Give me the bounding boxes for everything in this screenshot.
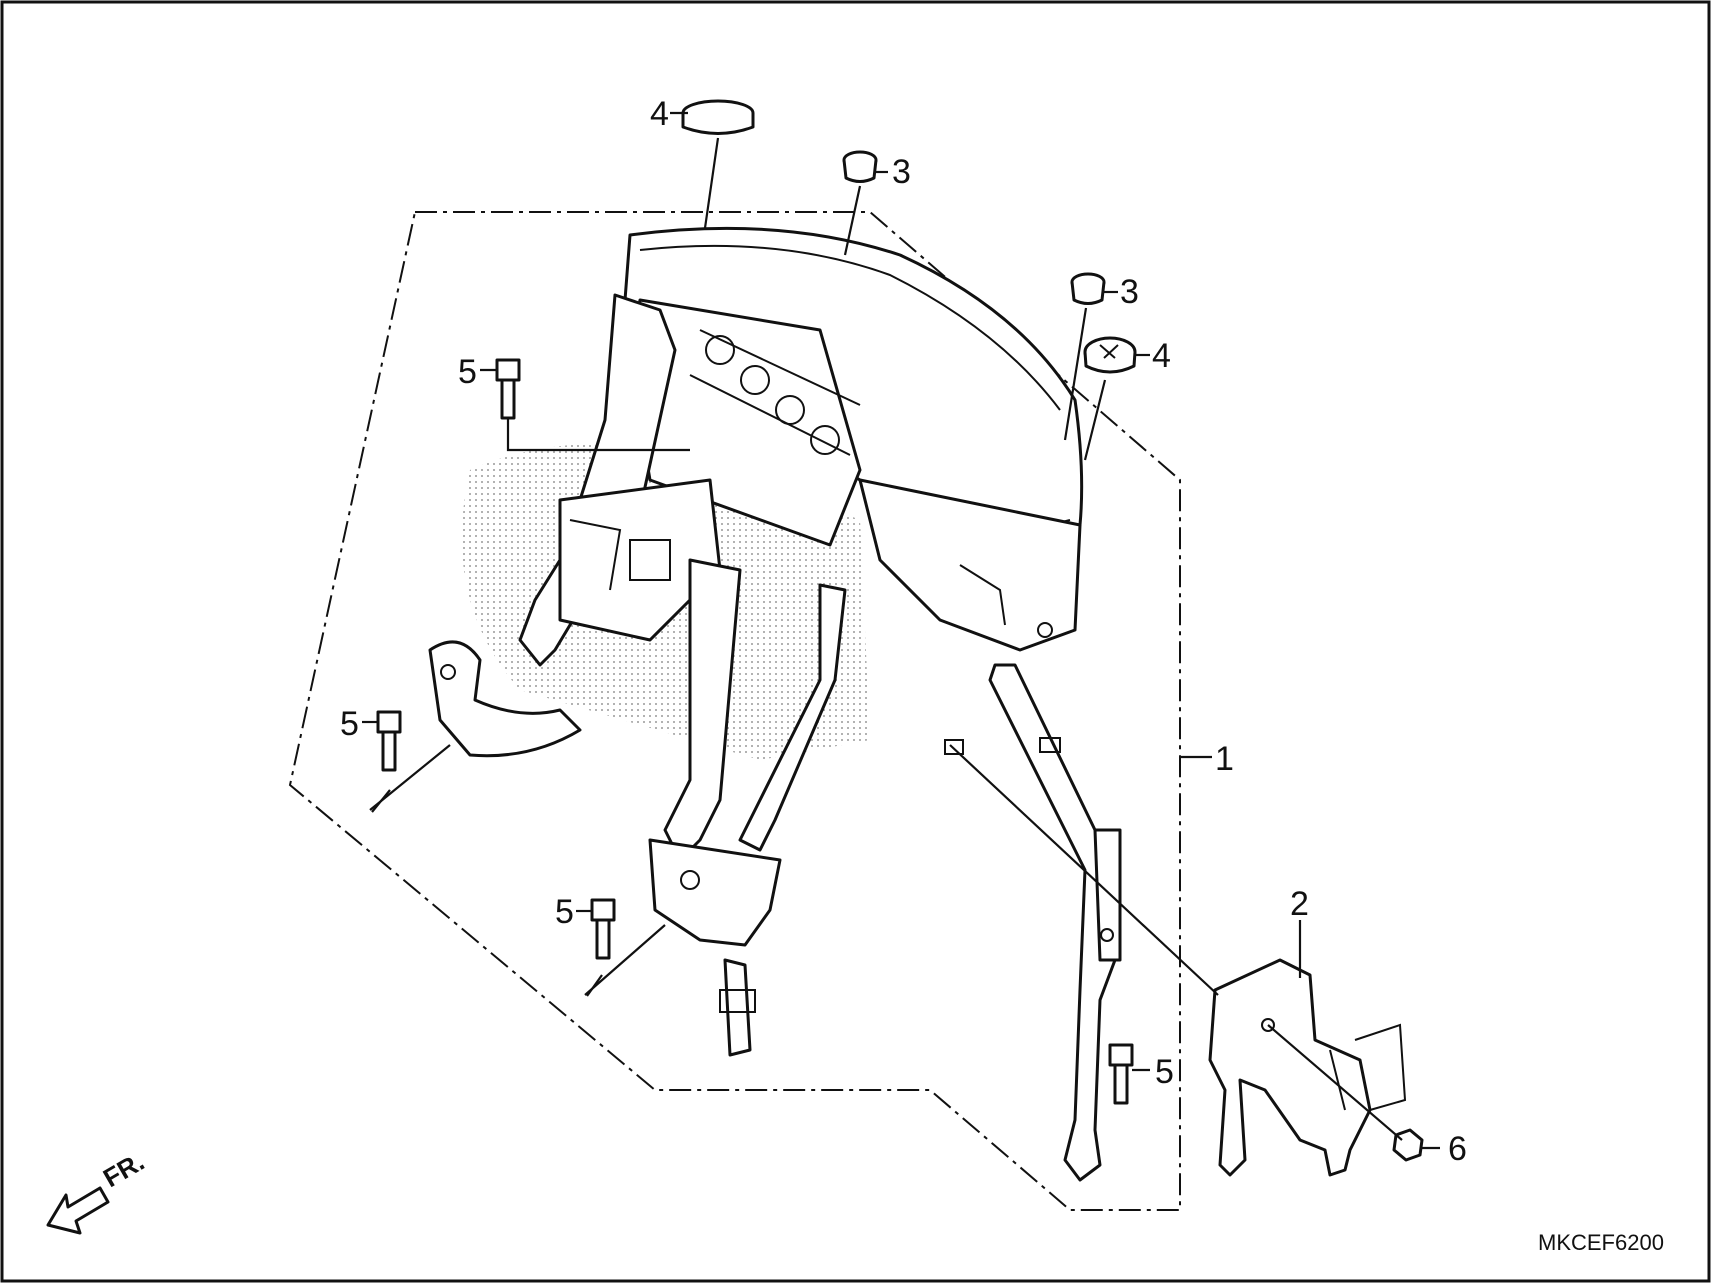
callout-4-right: 4	[1152, 337, 1171, 375]
cushion-4-right	[1083, 336, 1137, 374]
stay-frame	[428, 293, 1122, 1182]
callout-3-right: 3	[1120, 273, 1139, 311]
front-direction-label: FR.	[98, 1146, 149, 1193]
front-arrow-icon	[46, 1186, 110, 1235]
bolt-5-d	[1108, 1043, 1134, 1105]
bolt-5-a	[495, 358, 521, 420]
callout-5-left: 5	[340, 705, 359, 743]
drawing-code: MKCEF6200	[1538, 1230, 1664, 1255]
callout-6: 6	[1448, 1130, 1467, 1168]
callout-3-top: 3	[892, 153, 911, 191]
nut-6	[1392, 1128, 1424, 1162]
callout-2: 2	[1290, 885, 1309, 923]
callout-4-top: 4	[650, 95, 669, 133]
cushion-4-top	[681, 99, 755, 135]
bracket-part-2	[1208, 958, 1407, 1177]
callout-5-right: 5	[1155, 1053, 1174, 1091]
bolt-5-b	[376, 710, 402, 772]
grommet-3-top	[842, 150, 878, 183]
callout-1: 1	[1215, 740, 1234, 778]
grommet-3-right	[1070, 272, 1106, 305]
callout-5-center: 5	[555, 893, 574, 931]
bolt-5-c	[590, 898, 616, 960]
leader-lines	[362, 111, 1440, 1150]
callout-5-upper-left: 5	[458, 353, 477, 391]
